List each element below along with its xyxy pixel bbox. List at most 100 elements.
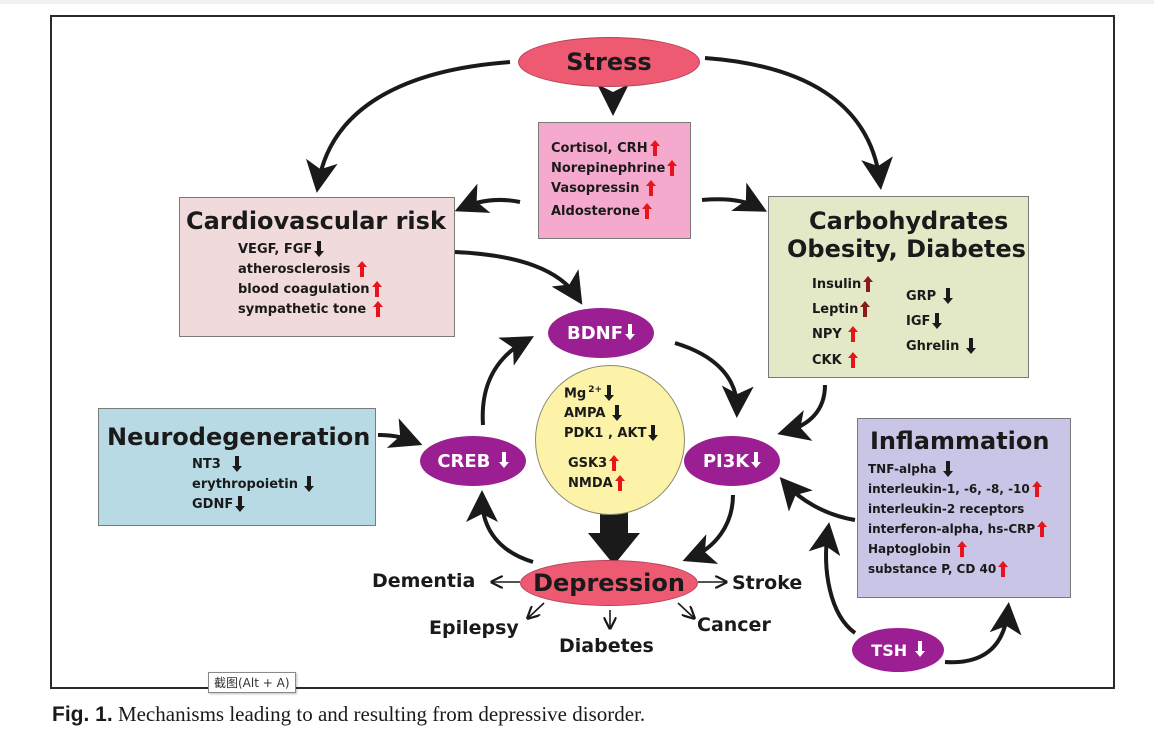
- top-bar: [0, 0, 1154, 4]
- cardio-item: atherosclerosis: [238, 260, 383, 280]
- cardiovascular-box: Cardiovascular risk VEGF, FGF atheroscle…: [179, 197, 455, 337]
- up-arrow-icon: [649, 139, 660, 158]
- center-item: GSK3: [568, 454, 658, 474]
- up-arrow-icon: [848, 351, 859, 370]
- inflammation-box: Inflammation TNF-alpha interleukin-1, -6…: [857, 418, 1071, 598]
- caption-text: Mechanisms leading to and resulting from…: [112, 702, 646, 726]
- down-arrow-icon: [611, 404, 622, 423]
- down-arrow-icon: [942, 287, 953, 306]
- arrow-carbs-to-pi3k: [777, 384, 827, 441]
- creb-label: CREB: [437, 450, 491, 472]
- down-arrow-icon: [231, 455, 242, 474]
- center-item: PDK1 , AKT: [564, 424, 659, 444]
- carbs-item: IGF: [906, 309, 976, 334]
- figure-frame: [50, 15, 1115, 689]
- cardiovascular-title: Cardiovascular risk: [186, 207, 446, 235]
- neurodegeneration-title: Neurodegeneration: [107, 423, 371, 451]
- down-arrow-icon: [235, 495, 246, 514]
- cardio-item: VEGF, FGF: [238, 240, 383, 260]
- tsh-node: TSH: [852, 628, 944, 672]
- inflam-item: interferon-alpha, hs-CRP: [868, 519, 1048, 539]
- down-arrow-icon: [498, 452, 509, 470]
- outcome-dementia: Dementia: [372, 570, 476, 592]
- up-arrow-icon: [372, 300, 383, 319]
- down-arrow-icon: [625, 324, 636, 342]
- neurodegeneration-box: Neurodegeneration NT3 erythropoietin GDN…: [98, 408, 376, 526]
- up-arrow-icon: [848, 325, 859, 344]
- up-arrow-icon: [1031, 480, 1042, 499]
- up-arrow-icon: [371, 280, 382, 299]
- carbs-item: GRP: [906, 284, 976, 309]
- inflam-item: interleukin-1, -6, -8, -10: [868, 479, 1047, 499]
- outcome-stroke: Stroke: [732, 572, 803, 594]
- up-arrow-icon: [356, 260, 367, 279]
- arrow-tsh-to-inflam: [944, 602, 1022, 665]
- up-arrow-icon: [863, 275, 874, 294]
- down-arrow-icon: [914, 641, 925, 659]
- carbs-item: Leptin: [812, 297, 873, 322]
- arrow-inflam-to-pi3k: [779, 477, 856, 522]
- down-arrow-icon: [604, 384, 615, 403]
- arrow-hormones-to-cardio: [454, 183, 521, 213]
- thick-arrow-center-to-depression: [588, 510, 640, 565]
- bdnf-node: BDNF: [548, 308, 654, 358]
- pi3k-label: PI3K: [702, 450, 750, 472]
- hormone-item: Aldosterone: [551, 202, 690, 222]
- neuro-item: GDNF: [192, 495, 314, 515]
- caption-label: Fig. 1.: [52, 703, 113, 726]
- hormone-item: Cortisol, CRH: [551, 139, 690, 159]
- up-arrow-icon: [1037, 520, 1048, 539]
- down-arrow-icon: [942, 460, 953, 479]
- arrow-pi3k-to-depression: [682, 494, 735, 564]
- tsh-label: TSH: [871, 640, 908, 660]
- outcome-cancer: Cancer: [697, 614, 771, 636]
- hormone-item: Vasopressin: [551, 179, 690, 199]
- arrow-stress-to-cardio: [306, 60, 511, 193]
- screenshot-tooltip: 截图(Alt + A): [208, 672, 296, 693]
- inflam-item: interleukin-2 receptors: [868, 502, 1025, 516]
- up-arrow-icon: [957, 540, 968, 559]
- arrow-creb-to-bdnf: [480, 336, 534, 426]
- arrow-tsh-to-pi3k: [808, 522, 857, 635]
- up-arrow-icon: [641, 202, 652, 221]
- carbohydrates-box: Carbohydrates Obesity, Diabetes Insulin …: [768, 196, 1029, 378]
- figure-caption: Fig. 1. Mechanisms leading to and result…: [52, 702, 645, 727]
- arrow-cardio-to-bdnf: [454, 250, 583, 305]
- carbohydrates-title-line2: Obesity, Diabetes: [787, 235, 1026, 263]
- arrow-to-cancer: [677, 602, 694, 618]
- hormone-item: Norepinephrine: [551, 159, 690, 179]
- center-item: AMPA: [564, 404, 658, 424]
- up-arrow-icon: [998, 560, 1009, 579]
- carbohydrates-title-line1: Carbohydrates: [809, 207, 1009, 235]
- down-arrow-icon: [314, 240, 325, 259]
- down-arrow-icon: [965, 337, 976, 356]
- down-arrow-icon: [304, 475, 315, 494]
- carbs-item: Insulin: [812, 272, 874, 297]
- inflam-item: TNF-alpha: [868, 459, 1047, 479]
- pi3k-node: PI3K: [684, 436, 780, 486]
- down-arrow-icon: [751, 452, 762, 470]
- depression-label: Depression: [533, 569, 685, 597]
- inflammation-title: Inflammation: [870, 427, 1050, 455]
- carbs-item: Ghrelin: [906, 334, 976, 359]
- outcome-diabetes: Diabetes: [559, 635, 654, 657]
- cardio-item: blood coagulation: [238, 280, 383, 300]
- stress-node: Stress: [518, 37, 700, 87]
- depression-node: Depression: [520, 560, 698, 606]
- down-arrow-icon: [932, 312, 943, 331]
- outcome-epilepsy: Epilepsy: [429, 617, 519, 639]
- arrow-neuro-to-creb: [377, 418, 423, 448]
- inflam-item: Haptoglobin: [868, 539, 1047, 559]
- cardio-item: sympathetic tone: [238, 300, 383, 320]
- arrow-stress-to-carbs: [704, 56, 893, 190]
- arrow-bdnf-to-pi3k: [674, 341, 754, 418]
- carbs-item: CKK: [812, 347, 873, 375]
- hormones-box: Cortisol, CRH Norepinephrine Vasopressin…: [538, 122, 691, 239]
- up-arrow-icon: [609, 454, 620, 473]
- up-arrow-icon: [614, 474, 625, 493]
- up-arrow-icon: [646, 179, 657, 198]
- superscript: 2+: [588, 385, 603, 395]
- up-arrow-icon: [860, 300, 871, 319]
